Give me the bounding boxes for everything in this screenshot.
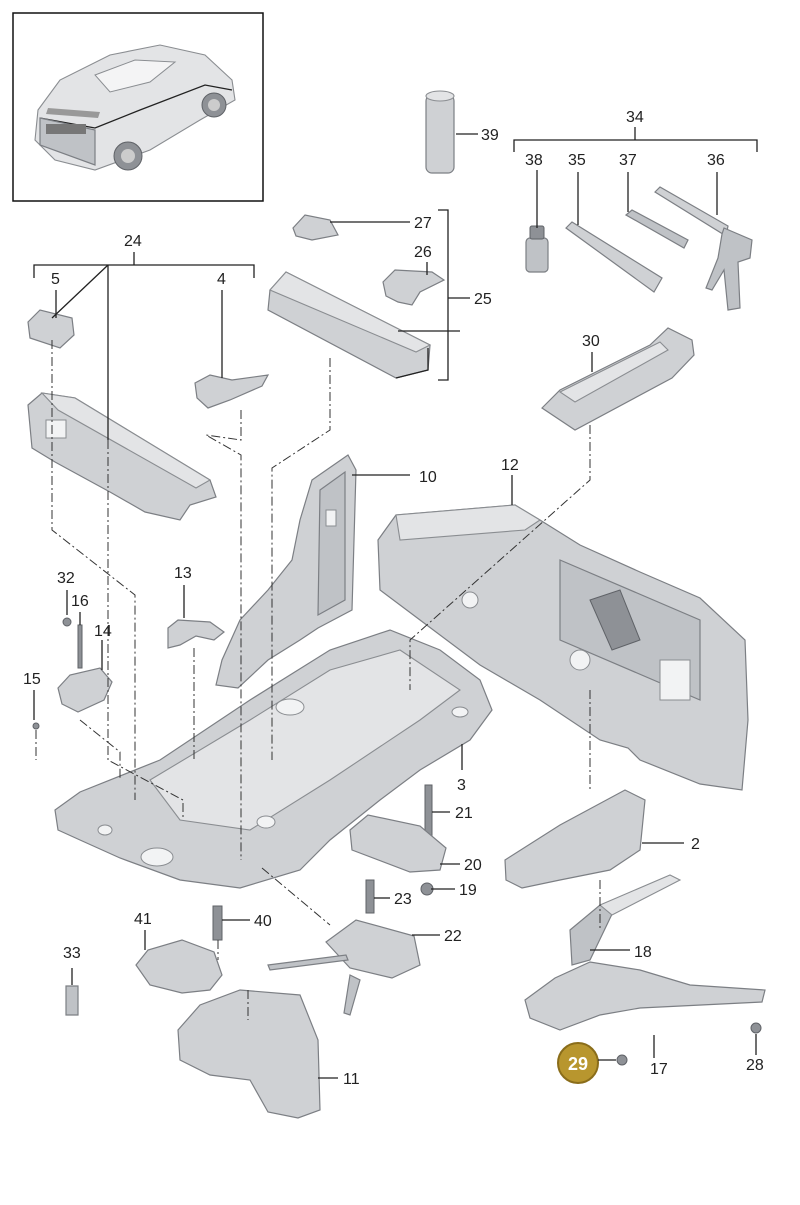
part-40-stud bbox=[212, 905, 223, 941]
alignment-lines bbox=[35, 270, 601, 1020]
part-41-bracket bbox=[135, 939, 223, 994]
part-4-bracket bbox=[194, 374, 270, 409]
label-20: 20 bbox=[464, 857, 482, 874]
part-23-bolt bbox=[365, 879, 375, 914]
label-13: 13 bbox=[174, 565, 192, 582]
label-37: 37 bbox=[619, 152, 637, 169]
leader-lines bbox=[33, 133, 757, 1079]
label-14: 14 bbox=[94, 623, 112, 640]
part-30-panel bbox=[541, 327, 695, 431]
part-20-block bbox=[349, 814, 447, 873]
part-22-tray bbox=[267, 919, 421, 1016]
label-30: 30 bbox=[582, 333, 600, 350]
callout-labels: 39 34 38 35 37 36 27 26 25 24 5 4 30 10 … bbox=[23, 109, 764, 1088]
part-3-floor-pan bbox=[54, 629, 493, 889]
label-19: 19 bbox=[459, 882, 477, 899]
label-11: 11 bbox=[343, 1071, 360, 1088]
label-41: 41 bbox=[134, 911, 152, 928]
part-14-bracket bbox=[57, 667, 113, 713]
label-2: 2 bbox=[691, 836, 700, 853]
part-15-bolt bbox=[32, 722, 40, 730]
part-2-bracket bbox=[504, 789, 646, 889]
label-34: 34 bbox=[626, 109, 644, 126]
part-25-rail bbox=[267, 271, 432, 379]
part-28-bolt bbox=[750, 1022, 762, 1034]
part-13-bracket bbox=[167, 619, 225, 649]
part-5-bracket bbox=[27, 309, 75, 349]
part-29-bolt bbox=[616, 1054, 628, 1066]
label-39: 39 bbox=[481, 127, 499, 144]
label-3: 3 bbox=[457, 777, 466, 794]
part-16-bolt bbox=[77, 624, 83, 669]
label-17: 17 bbox=[650, 1061, 668, 1078]
label-24: 24 bbox=[124, 233, 142, 250]
label-38: 38 bbox=[525, 152, 543, 169]
label-15: 15 bbox=[23, 671, 41, 688]
label-12: 12 bbox=[501, 457, 519, 474]
label-40: 40 bbox=[254, 913, 272, 930]
part-11-panel bbox=[177, 989, 321, 1119]
label-22: 22 bbox=[444, 928, 462, 945]
label-32: 32 bbox=[57, 570, 75, 587]
part-32-bolt bbox=[62, 617, 72, 627]
label-16: 16 bbox=[71, 593, 89, 610]
label-4: 4 bbox=[217, 271, 226, 288]
highlighted-callout-29[interactable]: 29 bbox=[557, 1042, 616, 1084]
part-27-bracket bbox=[292, 214, 339, 241]
label-26: 26 bbox=[414, 244, 432, 261]
label-5: 5 bbox=[51, 271, 60, 288]
part-34-tool-set bbox=[513, 127, 758, 311]
label-21: 21 bbox=[455, 805, 473, 822]
label-27: 27 bbox=[414, 215, 432, 232]
label-28: 28 bbox=[746, 1057, 764, 1074]
label-33: 33 bbox=[63, 945, 81, 962]
label-36: 36 bbox=[707, 152, 725, 169]
label-29: 29 bbox=[568, 1054, 588, 1074]
label-18: 18 bbox=[634, 944, 652, 961]
label-23: 23 bbox=[394, 891, 412, 908]
part-10-side-panel bbox=[215, 454, 357, 689]
label-25: 25 bbox=[474, 291, 492, 308]
vehicle-thumbnail bbox=[12, 12, 264, 202]
part-17-arm bbox=[524, 874, 766, 1031]
label-35: 35 bbox=[568, 152, 586, 169]
part-12-rear-structure bbox=[377, 504, 749, 791]
label-10: 10 bbox=[419, 469, 437, 486]
part-33-bolt bbox=[65, 985, 79, 1016]
part-24-cross-member bbox=[27, 392, 217, 521]
part-39-cylinder bbox=[425, 90, 455, 174]
part-26-bracket bbox=[382, 269, 446, 306]
